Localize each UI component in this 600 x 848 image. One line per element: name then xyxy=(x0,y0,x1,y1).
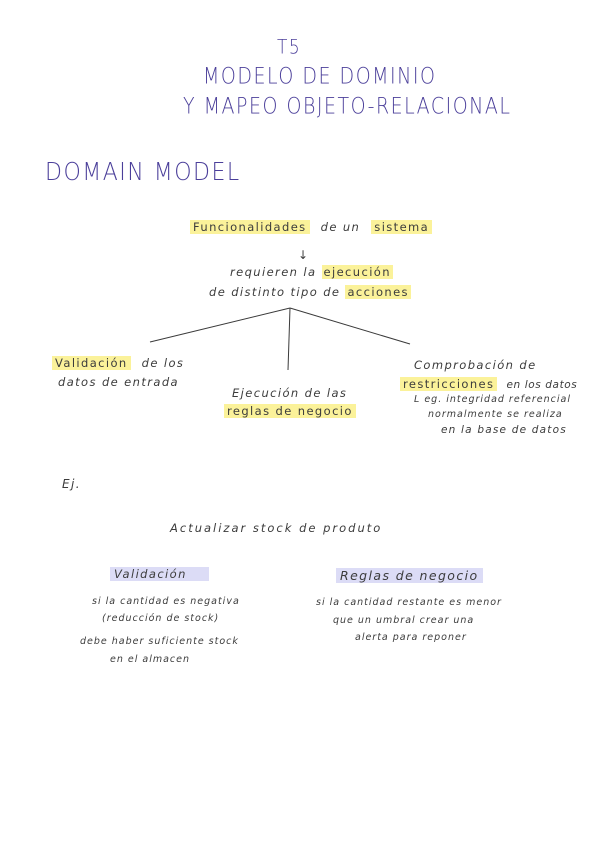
topic-number: T5 xyxy=(277,36,302,59)
business-rules-line-3: alerta para reponer xyxy=(355,632,467,643)
diagram-root: Funcionalidades de un sistema xyxy=(190,220,433,234)
validation-line-4: en el almacen xyxy=(110,654,191,665)
branch-constraints-line-3: L eg. integridad referencial xyxy=(414,394,571,405)
highlight-ejecucion: ejecución xyxy=(321,265,393,279)
section-title: DOMAIN MODEL xyxy=(45,158,241,187)
highlight-acciones: acciones xyxy=(345,285,411,299)
branch-constraints-line-1: Comprobación de xyxy=(414,358,537,372)
validation-line-1: si la cantidad es negativa xyxy=(92,596,240,607)
constraints-rest: en los datos xyxy=(506,379,578,391)
title-line-2: Y MAPEO OBJETO-RELACIONAL xyxy=(183,94,512,120)
action-types-text: de distinto tipo de xyxy=(209,285,341,299)
validation-header: Validación xyxy=(110,567,209,581)
branch-rules-line-1: Ejecución de las xyxy=(232,386,348,400)
branch-validation-line-1: Validación de los xyxy=(52,356,184,370)
business-rules-header-label: Reglas de negocio xyxy=(336,568,483,583)
branch-constraints-line-4: normalmente se realiza xyxy=(428,409,563,420)
root-mid-text: de un xyxy=(320,220,361,234)
branch-validation-line-2: datos de entrada xyxy=(58,375,179,389)
highlight-reglas-negocio: reglas de negocio xyxy=(224,404,356,418)
connector-right xyxy=(289,307,411,345)
validation-line-3: debe haber suficiente stock xyxy=(80,636,239,647)
highlight-sistema: sistema xyxy=(371,220,433,234)
highlight-funcionalidades: Funcionalidades xyxy=(190,220,310,234)
example-title: Actualizar stock de produto xyxy=(170,521,383,535)
validation-header-label: Validación xyxy=(110,567,209,581)
example-label: Ej. xyxy=(62,477,81,491)
requires-text: requieren la xyxy=(230,265,317,279)
highlight-restricciones: restricciones xyxy=(400,377,498,391)
validation-line-2: (reducción de stock) xyxy=(102,613,220,624)
branch-constraints-line-2: restricciones en los datos xyxy=(400,377,577,391)
connector-left xyxy=(149,307,291,343)
highlight-validacion: Validación xyxy=(52,356,131,370)
arrow-down-icon: ↓ xyxy=(298,248,310,262)
diagram-requires: requieren la ejecución xyxy=(230,265,393,279)
branch-constraints-line-5: en la base de datos xyxy=(441,424,567,436)
business-rules-line-1: si la cantidad restante es menor xyxy=(316,597,502,608)
diagram-action-types: de distinto tipo de acciones xyxy=(209,285,411,299)
business-rules-line-2: que un umbral crear una xyxy=(333,615,475,626)
validation-rest: de los xyxy=(141,356,185,370)
business-rules-header: Reglas de negocio xyxy=(336,568,483,583)
title-line-1: MODELO DE DOMINIO xyxy=(203,64,437,90)
connector-middle xyxy=(287,307,291,371)
branch-rules-line-2: reglas de negocio xyxy=(224,404,356,418)
